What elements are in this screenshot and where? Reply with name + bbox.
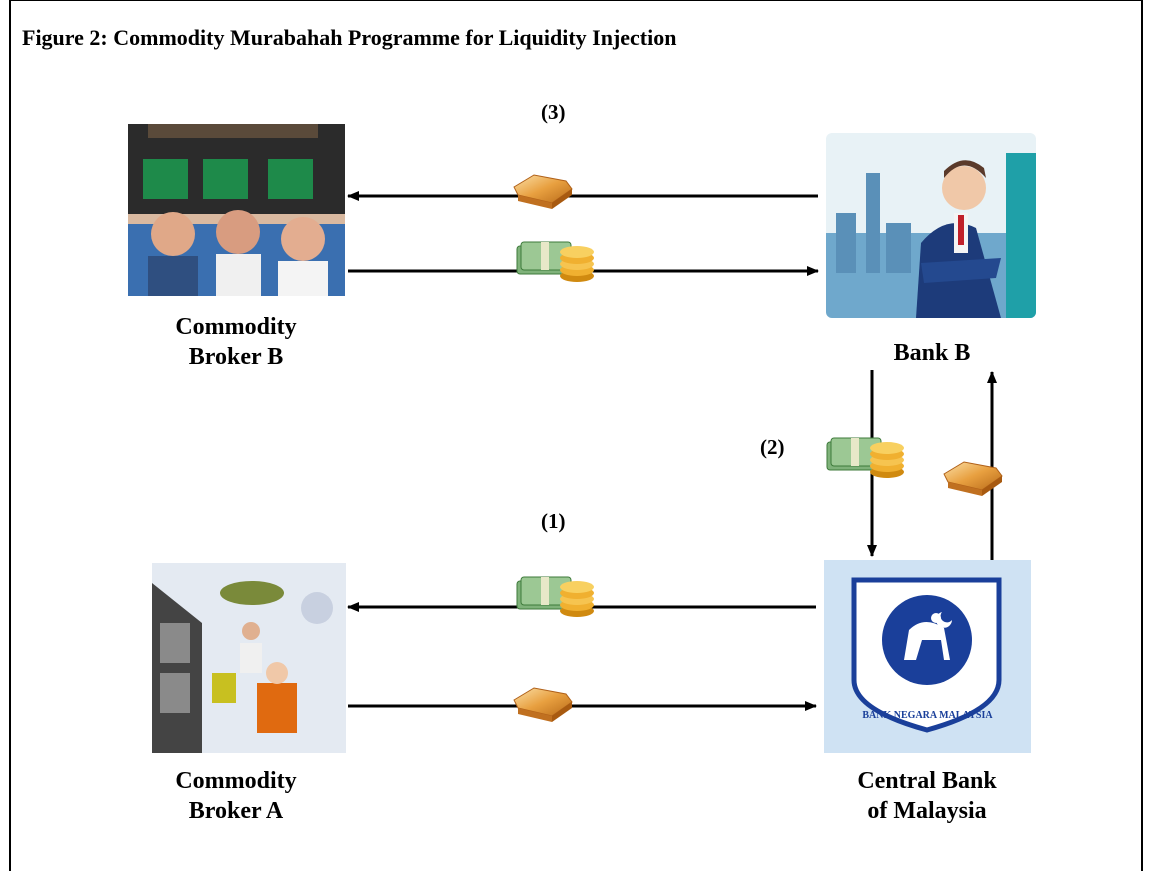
step-label-1: (1) (541, 509, 566, 533)
cash-and-coins-icon (516, 241, 595, 283)
commodity-broker-a-image (152, 563, 346, 753)
commodity-broker-b-image (128, 124, 345, 296)
step-label-2: (2) (760, 435, 785, 459)
gold-bars-icon (513, 174, 573, 210)
figure-frame (9, 0, 1143, 871)
central-bank-logo-text: BANK NEGARA MALAYSIA (862, 710, 993, 721)
bank-b-image (826, 133, 1036, 318)
cash-and-coins-icon (516, 576, 595, 618)
broker-b-label: Commodity Broker B (136, 312, 336, 372)
central-bank-image: BANK NEGARA MALAYSIA (824, 560, 1031, 753)
broker-a-label-line2: Broker A (188, 798, 284, 824)
broker-a-label: Commodity Broker A (136, 766, 336, 826)
bank-b-label: Bank B (832, 338, 1032, 368)
gold-bars-icon (513, 687, 573, 723)
step-label-3: (3) (541, 100, 566, 124)
broker-b-label-line1: Commodity (175, 314, 297, 340)
broker-b-label-line2: Broker B (188, 344, 284, 370)
central-bank-label-line2: of Malaysia (867, 798, 987, 824)
bank-b-label-line1: Bank B (893, 340, 971, 366)
cash-and-coins-icon (826, 437, 905, 479)
broker-a-label-line1: Commodity (175, 768, 297, 794)
central-bank-label-line1: Central Bank (857, 768, 997, 794)
figure-title: Figure 2: Commodity Murabahah Programme … (22, 25, 677, 50)
central-bank-label: Central Bank of Malaysia (812, 766, 1042, 826)
